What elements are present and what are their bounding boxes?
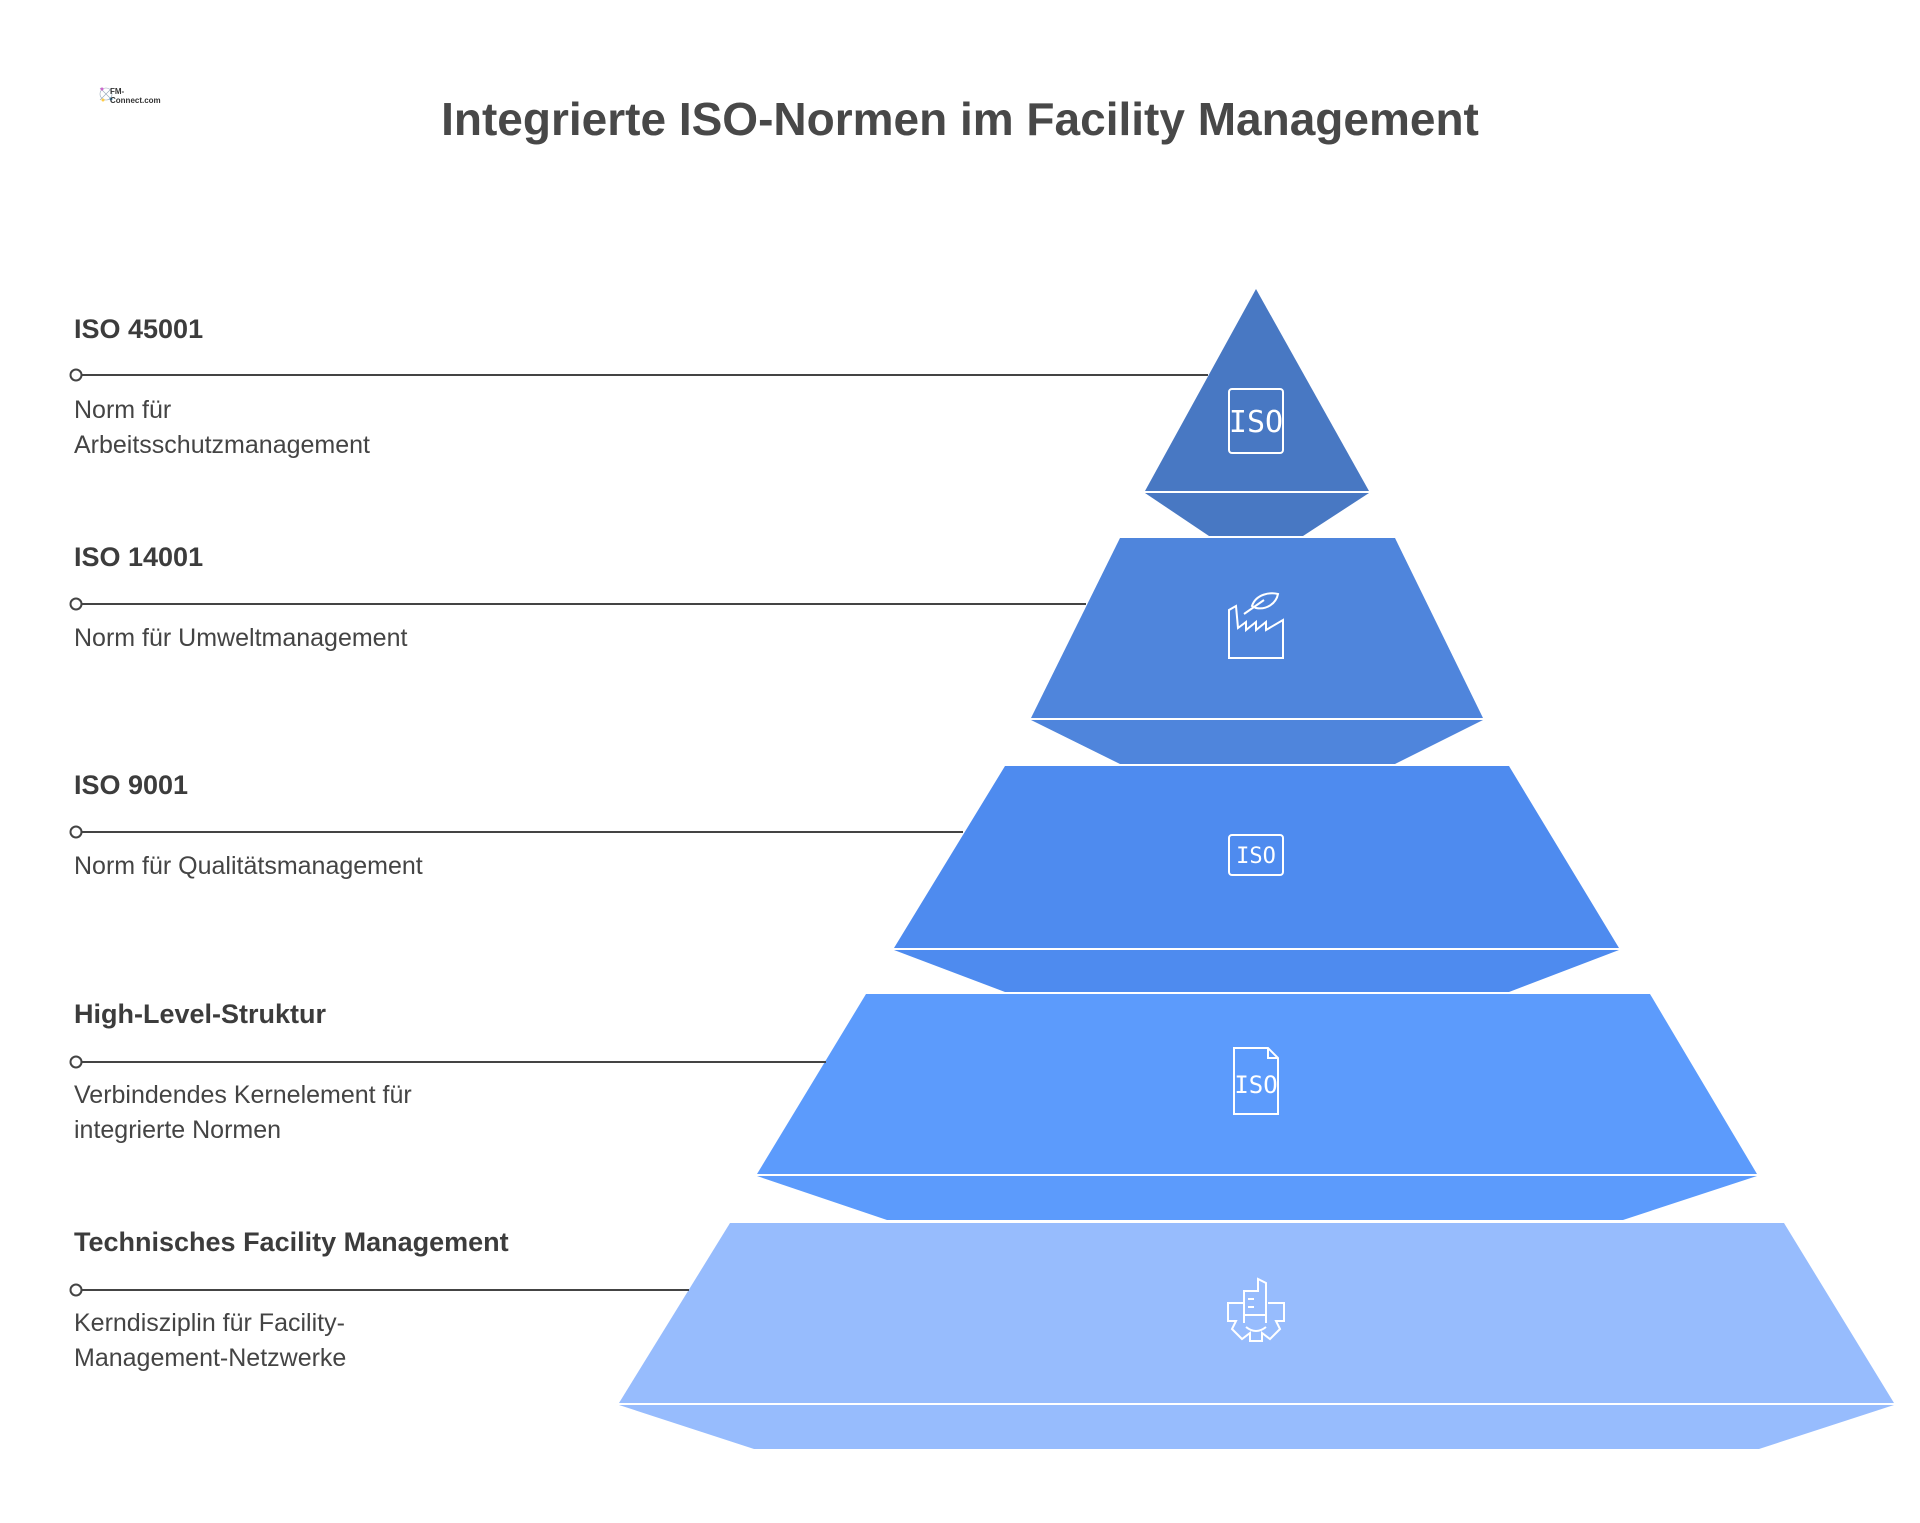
pyramid-tier-bevel-high-level-struktur xyxy=(757,1176,1757,1220)
pyramid-tier-bevel-iso-9001 xyxy=(894,950,1619,992)
pyramid-tier-bevel-technisches-fm xyxy=(619,1405,1894,1449)
icon-label: ISO xyxy=(1229,405,1283,440)
pyramid-tier-high-level-struktur xyxy=(757,994,1757,1174)
label-iso-45001: ISO 45001 Norm für Arbeitsschutzmanageme… xyxy=(74,314,594,463)
tier-description-line: Arbeitsschutzmanagement xyxy=(74,431,370,459)
tier-description-line: Norm für Umweltmanagement xyxy=(74,624,408,652)
label-iso-9001: ISO 9001 Norm für Qualitätsmanagement xyxy=(74,770,594,884)
tier-description-line: Management-Netzwerke xyxy=(74,1344,347,1372)
tier-description-line: Norm für Qualitätsmanagement xyxy=(74,852,423,880)
icon-label: ISO xyxy=(1236,844,1276,869)
eco-factory-icon xyxy=(1228,592,1284,659)
tier-description-line: integrierte Normen xyxy=(74,1116,282,1144)
building-gear-icon xyxy=(1227,1277,1285,1342)
connector-dot xyxy=(69,1055,83,1069)
pyramid-tier-technisches-fm xyxy=(619,1223,1894,1403)
iso-badge-icon: ISO xyxy=(1228,388,1284,454)
tier-description-line: Kerndisziplin für Facility- xyxy=(74,1309,345,1337)
pyramid-tier-bevel-iso-45001 xyxy=(1145,493,1369,536)
pyramid-tier-bevel-iso-14001 xyxy=(1031,720,1483,764)
icon-label: ISO xyxy=(1234,1071,1277,1099)
pyramid-tier-iso-9001 xyxy=(894,766,1619,948)
tier-heading: ISO 45001 xyxy=(74,314,204,344)
connector-dot xyxy=(69,368,83,382)
fm-connect-logo: FM-Connect.com xyxy=(98,84,161,106)
iso-badge-icon: ISO xyxy=(1228,834,1284,876)
tier-heading: ISO 14001 xyxy=(74,542,204,572)
label-iso-14001: ISO 14001 Norm für Umweltmanagement xyxy=(74,542,594,656)
connector-dot xyxy=(69,825,83,839)
connector-dot xyxy=(69,1283,83,1297)
iso-document-icon: ISO xyxy=(1233,1047,1279,1115)
page-title: Integrierte ISO-Normen im Facility Manag… xyxy=(441,93,1479,145)
tier-heading: ISO 9001 xyxy=(74,770,189,800)
tier-heading: High-Level-Struktur xyxy=(74,999,327,1029)
label-technisches-fm: Technisches Facility Management Kerndisz… xyxy=(74,1227,594,1376)
tier-description-line: Norm für xyxy=(74,396,172,424)
logo-text: FM-Connect.com xyxy=(110,87,161,105)
connector-dot xyxy=(69,597,83,611)
tier-description-line: Verbindendes Kernelement für xyxy=(74,1081,412,1109)
label-high-level-struktur: High-Level-Struktur Verbindendes Kernele… xyxy=(74,999,594,1148)
tier-heading: Technisches Facility Management xyxy=(74,1227,509,1257)
